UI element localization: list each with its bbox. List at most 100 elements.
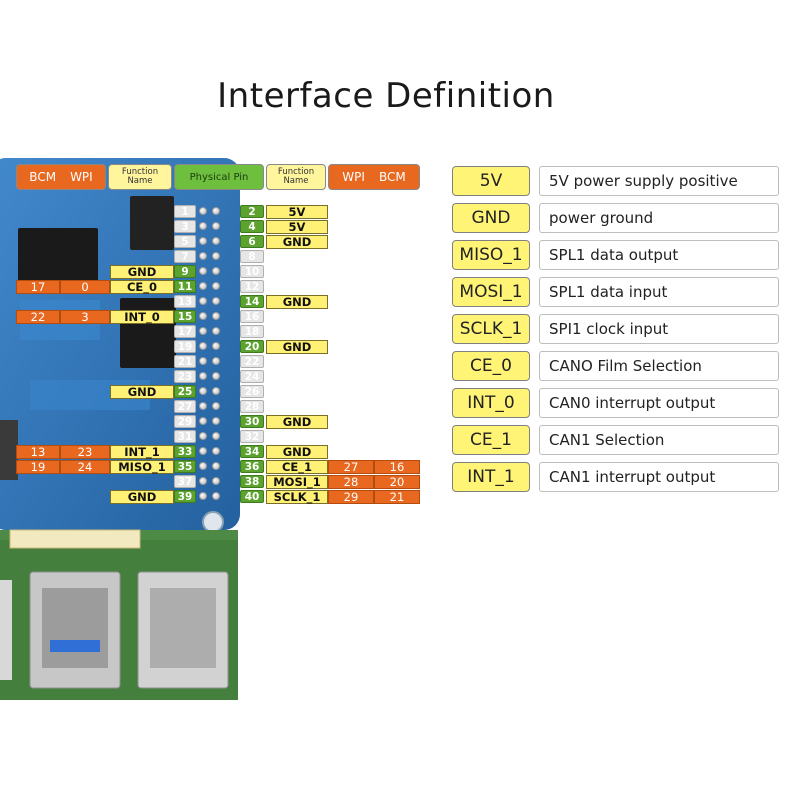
legend-function-description: CAN1 interrupt output xyxy=(539,462,779,492)
pin-36-wpi: 27 xyxy=(328,460,374,474)
pin-26-contact xyxy=(212,387,220,395)
header-bcm-label: BCM xyxy=(29,170,57,184)
pin-14-function: GND xyxy=(266,295,328,309)
pin-32-number: 32 xyxy=(240,430,264,443)
pin-11-wpi: 0 xyxy=(60,280,110,294)
pin-9-function: GND xyxy=(110,265,174,279)
pin-40-bcm: 21 xyxy=(374,490,420,504)
pin-34-number: 34 xyxy=(240,445,264,458)
legend-function-description: SPL1 data output xyxy=(539,240,779,270)
pin-24-number: 24 xyxy=(240,370,264,383)
header-wpi-label: WPI xyxy=(342,170,365,184)
pin-18-number: 18 xyxy=(240,325,264,338)
pin-33-function: INT_1 xyxy=(110,445,174,459)
pin-11-number: 11 xyxy=(174,280,196,293)
pin-15-wpi: 3 xyxy=(60,310,110,324)
pin-25-function: GND xyxy=(110,385,174,399)
pin-25-number: 25 xyxy=(174,385,196,398)
pin-25-contact xyxy=(199,387,207,395)
pin-40-contact xyxy=(212,492,220,500)
pin-39-contact xyxy=(199,492,207,500)
pin-5-number: 5 xyxy=(174,235,196,248)
legend-function-name: CE_1 xyxy=(452,425,530,455)
pin-header-strip xyxy=(9,529,141,549)
pin-12-contact xyxy=(212,282,220,290)
pin-14-number: 14 xyxy=(240,295,264,308)
pin-32-contact xyxy=(212,432,220,440)
pin-28-number: 28 xyxy=(240,400,264,413)
pin-6-function: GND xyxy=(266,235,328,249)
pin-2-contact xyxy=(212,207,220,215)
pin-24-contact xyxy=(212,372,220,380)
pin-11-bcm: 17 xyxy=(16,280,60,294)
pin-39-function: GND xyxy=(110,490,174,504)
pin-7-number: 7 xyxy=(174,250,196,263)
pin-38-number: 38 xyxy=(240,475,264,488)
pin-40-function: SCLK_1 xyxy=(266,490,328,504)
pin-5-contact xyxy=(199,237,207,245)
pin-36-function: CE_1 xyxy=(266,460,328,474)
ethernet-edge xyxy=(0,580,12,680)
pin-22-number: 22 xyxy=(240,355,264,368)
pin-13-number: 13 xyxy=(174,295,196,308)
pin-31-contact xyxy=(199,432,207,440)
header-wpi-bcm-right: WPI BCM xyxy=(328,164,420,190)
legend-function-description: CANO Film Selection xyxy=(539,351,779,381)
pin-8-number: 8 xyxy=(240,250,264,263)
pin-30-contact xyxy=(212,417,220,425)
pin-29-contact xyxy=(199,417,207,425)
pin-28-contact xyxy=(212,402,220,410)
pin-23-contact xyxy=(199,372,207,380)
pin-20-function: GND xyxy=(266,340,328,354)
header-function-name-right: Function Name xyxy=(266,164,326,190)
pin-7-contact xyxy=(199,252,207,260)
page-title: Interface Definition xyxy=(217,76,555,116)
pin-33-contact xyxy=(199,447,207,455)
pin-38-bcm: 20 xyxy=(374,475,420,489)
pin-16-number: 16 xyxy=(240,310,264,323)
legend-function-description: CAN0 interrupt output xyxy=(539,388,779,418)
usb-port-left-tongue xyxy=(50,640,100,652)
pin-10-number: 10 xyxy=(240,265,264,278)
pin-2-function: 5V xyxy=(266,205,328,219)
pin-30-number: 30 xyxy=(240,415,264,428)
pin-21-number: 21 xyxy=(174,355,196,368)
pin-11-function: CE_0 xyxy=(110,280,174,294)
pin-4-function: 5V xyxy=(266,220,328,234)
usb-port-right-inner xyxy=(150,588,216,668)
pin-3-contact xyxy=(199,222,207,230)
legend-function-description: power ground xyxy=(539,203,779,233)
legend-row: CE_1 CAN1 Selection xyxy=(452,425,779,455)
pin-36-contact xyxy=(212,462,220,470)
pin-38-contact xyxy=(212,477,220,485)
pin-37-contact xyxy=(199,477,207,485)
pin-8-contact xyxy=(212,252,220,260)
pin-23-number: 23 xyxy=(174,370,196,383)
pin-21-contact xyxy=(199,357,207,365)
legend-function-description: 5V power supply positive xyxy=(539,166,779,196)
legend-function-name: MOSI_1 xyxy=(452,277,530,307)
pin-40-wpi: 29 xyxy=(328,490,374,504)
pin-40-number: 40 xyxy=(240,490,264,503)
pin-34-function: GND xyxy=(266,445,328,459)
pin-31-number: 31 xyxy=(174,430,196,443)
pin-20-number: 20 xyxy=(240,340,264,353)
header-bcm-label: BCM xyxy=(378,170,406,184)
mount-hole xyxy=(202,511,224,533)
pin-14-contact xyxy=(212,297,220,305)
pin-35-contact xyxy=(199,462,207,470)
legend-function-description: CAN1 Selection xyxy=(539,425,779,455)
pin-33-bcm: 13 xyxy=(16,445,60,459)
pin-15-contact xyxy=(199,312,207,320)
pin-15-bcm: 22 xyxy=(16,310,60,324)
pin-20-contact xyxy=(212,342,220,350)
pin-19-number: 19 xyxy=(174,340,196,353)
pin-27-contact xyxy=(199,402,207,410)
pin-36-bcm: 16 xyxy=(374,460,420,474)
pin-22-contact xyxy=(212,357,220,365)
pin-30-function: GND xyxy=(266,415,328,429)
